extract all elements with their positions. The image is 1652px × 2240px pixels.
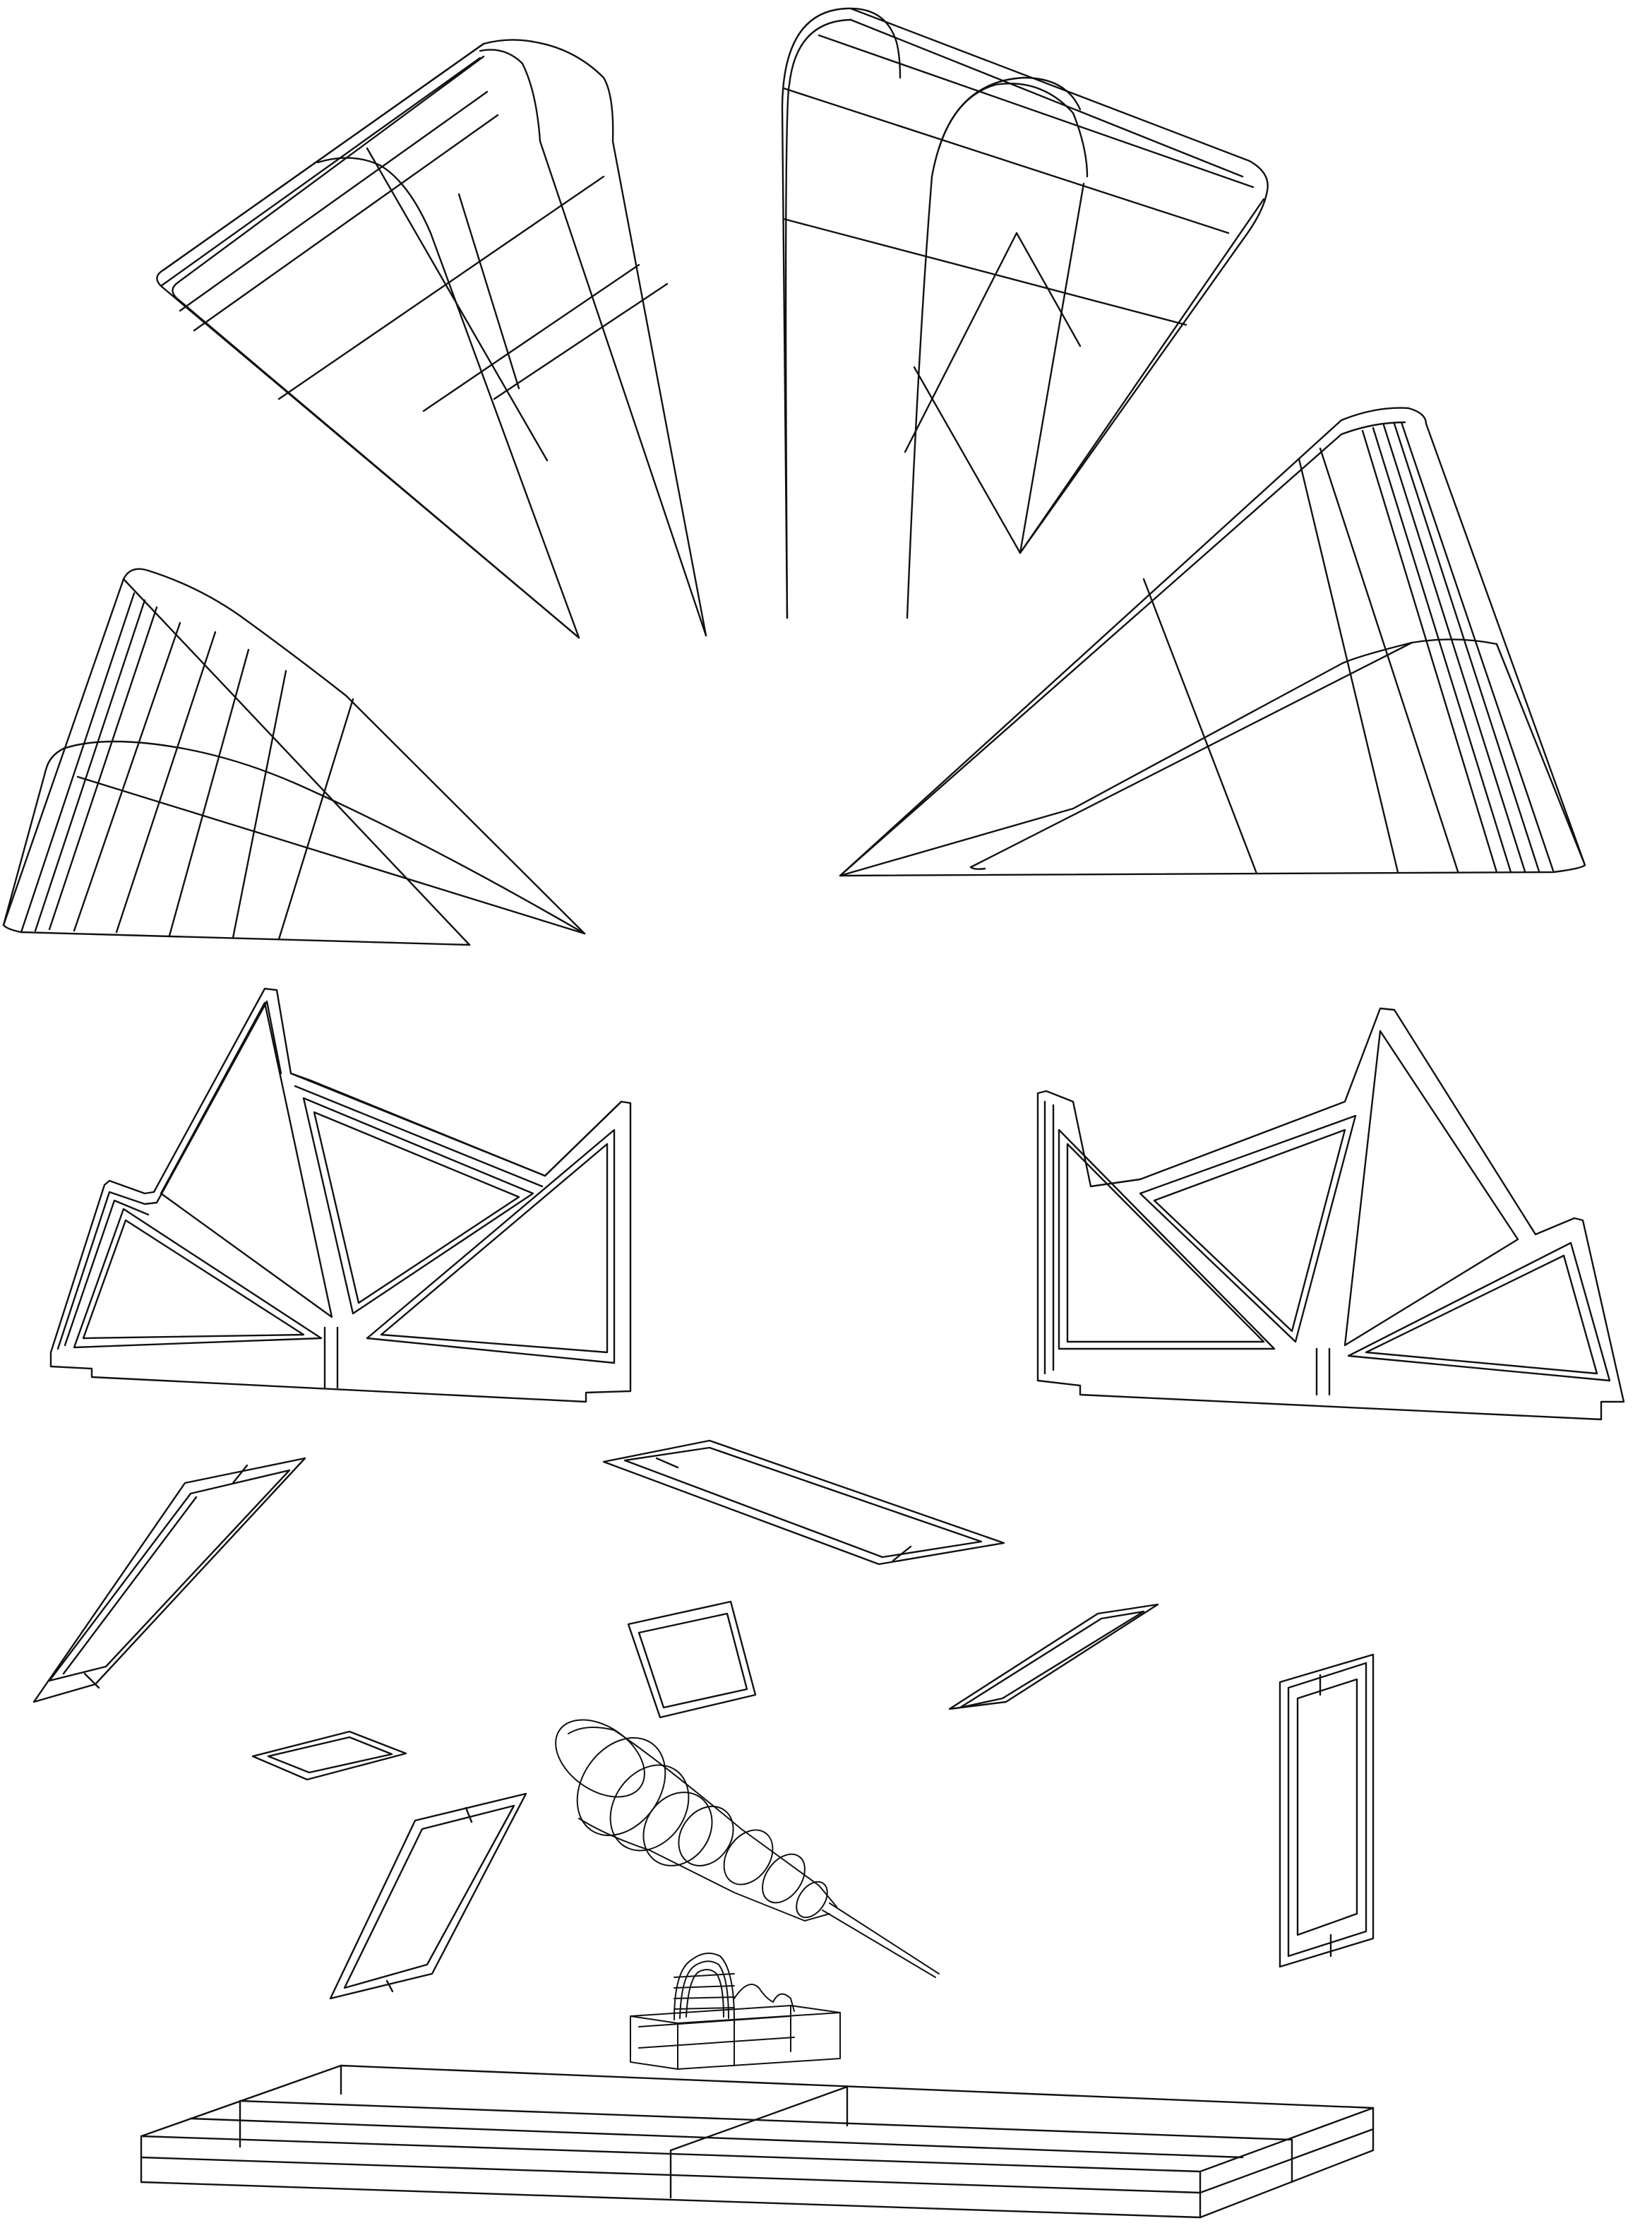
- truss-frame-right: [1036, 1007, 1625, 1421]
- panel-frame-large-left: [32, 1457, 306, 1703]
- panel-frame-long-top: [602, 1439, 1005, 1566]
- sail-shell-middle-right: [839, 407, 1586, 877]
- panel-frame-diamond-right: [948, 1603, 1159, 1710]
- panel-frame-bottom-left: [329, 1792, 527, 2000]
- sail-shell-top-right: [781, 7, 1269, 619]
- panel-frame-small-square: [627, 1600, 757, 1719]
- sail-shell-top-left: [156, 39, 707, 639]
- rocket-shape-object: [555, 1719, 940, 1978]
- panel-frame-small-left: [251, 1730, 407, 1781]
- truss-frame-left: [49, 987, 632, 1403]
- base-platform: [140, 2064, 1375, 2219]
- panel-frame-tall-right: [1279, 1653, 1375, 1968]
- sail-shell-middle-left: [2, 568, 586, 946]
- wave-sculpture-box: [630, 1953, 841, 2070]
